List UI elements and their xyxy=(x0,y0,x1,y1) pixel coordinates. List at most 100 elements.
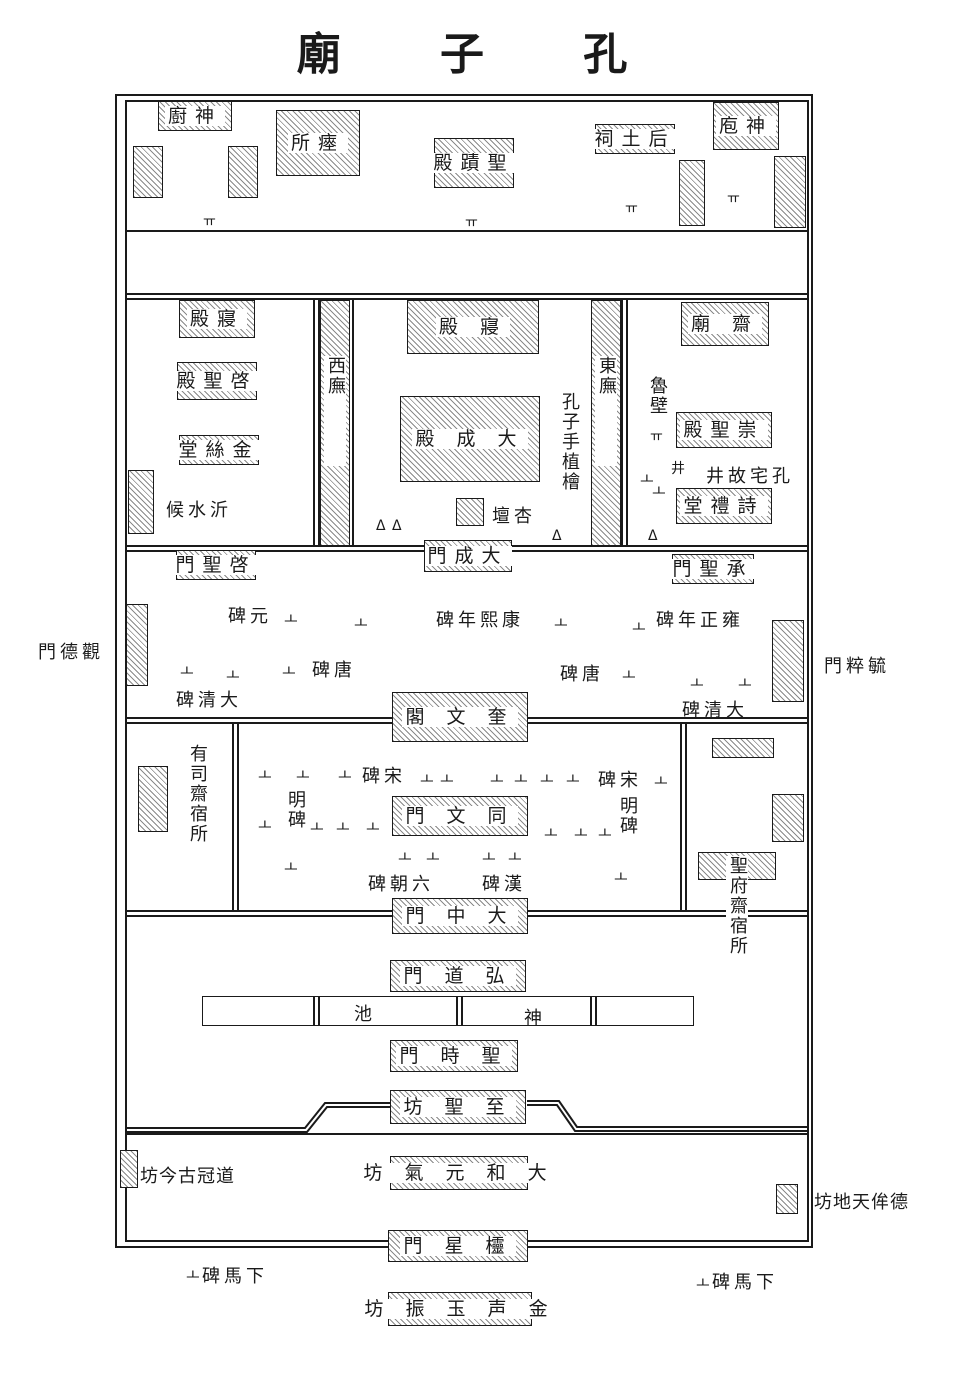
gate-dazhongmen: 門 中 大 xyxy=(392,898,528,934)
stele-mark: ㅗ xyxy=(490,770,504,788)
gate-dahefang: 坊 氣 元 和 大 xyxy=(360,1156,558,1190)
stele-mark: ㅗ xyxy=(574,824,588,842)
building-shenpao: 庖神 xyxy=(713,102,779,150)
wall-col-3 xyxy=(621,298,628,545)
stele-mark: ㅗ xyxy=(544,824,558,842)
label-yucuimen: 門粹毓 xyxy=(824,656,890,677)
building-east-1 xyxy=(679,160,705,226)
gate-zhishengfang: 坊 聖 至 xyxy=(390,1090,526,1124)
building-jinsitang: 堂絲金 xyxy=(175,435,263,465)
label-yousi: 有司齋宿所 xyxy=(187,744,208,844)
pine-icon: ᐃ xyxy=(552,528,562,544)
stele-mark: ㅗ xyxy=(654,772,668,790)
gate-qishengmen: 門聖啓 xyxy=(172,550,260,580)
label-xingtan: 壇杏 xyxy=(492,506,536,527)
label-dongwu: 東廡 xyxy=(595,356,617,466)
stele-mark: ㅗ xyxy=(738,674,752,692)
gate-icon: ㅠ xyxy=(203,214,216,230)
pine-icon: ᐃ xyxy=(376,518,386,534)
label-mingbei-right: 明碑 xyxy=(617,796,638,836)
stele-mark: ㅗ xyxy=(508,848,522,866)
label-liuchao: 碑朝六 xyxy=(368,874,434,895)
label-guandemen: 門德觀 xyxy=(38,642,104,663)
wall-row-1 xyxy=(127,293,807,300)
stele-mark: ㅗ xyxy=(640,470,654,488)
stele-mark: ㅗ xyxy=(186,1266,200,1284)
building-qindian-west: 殿寢 xyxy=(179,300,255,338)
stele-mark: ㅗ xyxy=(614,868,628,886)
stele-mark: ㅗ xyxy=(514,770,528,788)
label-songbei-right: 碑宋 xyxy=(598,770,642,791)
label-daqing-right: 碑清大 xyxy=(682,700,748,721)
label-daqing-left: 碑清大 xyxy=(176,690,242,711)
building-shenchu: 廚神 xyxy=(158,101,232,131)
wall-col-1 xyxy=(313,298,320,545)
building-xingtan xyxy=(456,498,484,526)
building-chongshengdian: 殿聖崇 xyxy=(676,412,772,448)
label-yuanbei: 碑元 xyxy=(228,606,272,627)
label-kongzi-gui: 孔子手植檜 xyxy=(559,392,580,492)
building-houtuci: 祠土后 xyxy=(591,124,679,154)
stele-mark: ㅗ xyxy=(354,614,368,632)
pine-icon: ᐃ xyxy=(648,528,658,544)
stele-mark: ㅗ xyxy=(282,662,296,680)
pond-divider xyxy=(590,997,597,1025)
pond-bridge xyxy=(202,996,694,1026)
wall-col-4 xyxy=(232,722,239,910)
building-guandemen xyxy=(126,604,148,686)
stele-mark: ㅗ xyxy=(690,674,704,692)
zhisheng-wall xyxy=(127,1100,807,1133)
stele-mark: ㅗ xyxy=(398,848,412,866)
well-icon: 井 xyxy=(671,461,685,477)
label-yishui: 候水沂 xyxy=(166,500,232,521)
stele-mark: ㅗ xyxy=(482,848,496,866)
map-title: 廟 子 孔 xyxy=(296,29,670,80)
stele-mark: ㅗ xyxy=(426,848,440,866)
building-west-2 xyxy=(228,146,258,198)
gate-chengshengmen: 門聖承 xyxy=(669,554,757,584)
label-mingbei-left: 明碑 xyxy=(285,790,306,830)
stele-mark: ㅗ xyxy=(420,770,434,788)
label-tangbei-left: 碑唐 xyxy=(312,660,356,681)
label-pond-2: 神 xyxy=(524,1008,546,1029)
pine-icon: ᐃ xyxy=(392,518,402,534)
stele-mark: ㅗ xyxy=(632,618,646,636)
wall-row-top-1 xyxy=(127,230,807,232)
label-jing: 井故宅孔 xyxy=(706,466,794,487)
gate-lingxingmen: 門 星 欞 xyxy=(388,1230,528,1262)
stele-mark: ㅗ xyxy=(310,818,324,836)
stele-mark: ㅗ xyxy=(554,614,568,632)
gate-shengshimen: 門 時 聖 xyxy=(390,1040,518,1072)
building-daoguan xyxy=(120,1150,138,1188)
building-dezhu xyxy=(776,1184,798,1214)
stele-mark: ㅗ xyxy=(652,482,666,500)
stele-mark: ㅗ xyxy=(296,766,310,784)
pond-divider xyxy=(456,997,463,1025)
stele-mark: ㅗ xyxy=(566,770,580,788)
pond-divider xyxy=(313,997,320,1025)
stele-mark: ㅗ xyxy=(696,1274,710,1292)
building-west-side xyxy=(128,470,154,534)
stele-mark: ㅗ xyxy=(226,666,240,684)
gate-icon: ㅠ xyxy=(727,191,740,207)
gate-dachengmen: 門成大 xyxy=(424,540,512,572)
building-yousi xyxy=(138,766,168,832)
building-west-1 xyxy=(133,146,163,198)
building-dachengdian: 殿 成 大 xyxy=(400,396,540,482)
building-kuiwenge: 閣 文 奎 xyxy=(392,692,528,742)
wall-row-5 xyxy=(127,1133,807,1135)
gate-icon: ㅠ xyxy=(650,429,663,445)
stele-mark: ㅗ xyxy=(622,666,636,684)
building-zhansuo: 所瘞 xyxy=(276,110,360,176)
stele-mark: ㅗ xyxy=(258,766,272,784)
stele-mark: ㅗ xyxy=(338,766,352,784)
building-east-lower-1 xyxy=(712,738,774,758)
stele-mark: ㅗ xyxy=(284,610,298,628)
building-qishengdian: 殿聖啓 xyxy=(173,362,261,400)
label-tangbei-right: 碑唐 xyxy=(560,664,604,685)
label-pond-1: 池 xyxy=(354,1004,376,1025)
label-dezhu: 坊地天侔德 xyxy=(814,1192,909,1213)
stele-mark: ㅗ xyxy=(284,858,298,876)
stele-mark: ㅗ xyxy=(440,770,454,788)
gate-hongdaomen: 門 道 弘 xyxy=(390,960,526,992)
